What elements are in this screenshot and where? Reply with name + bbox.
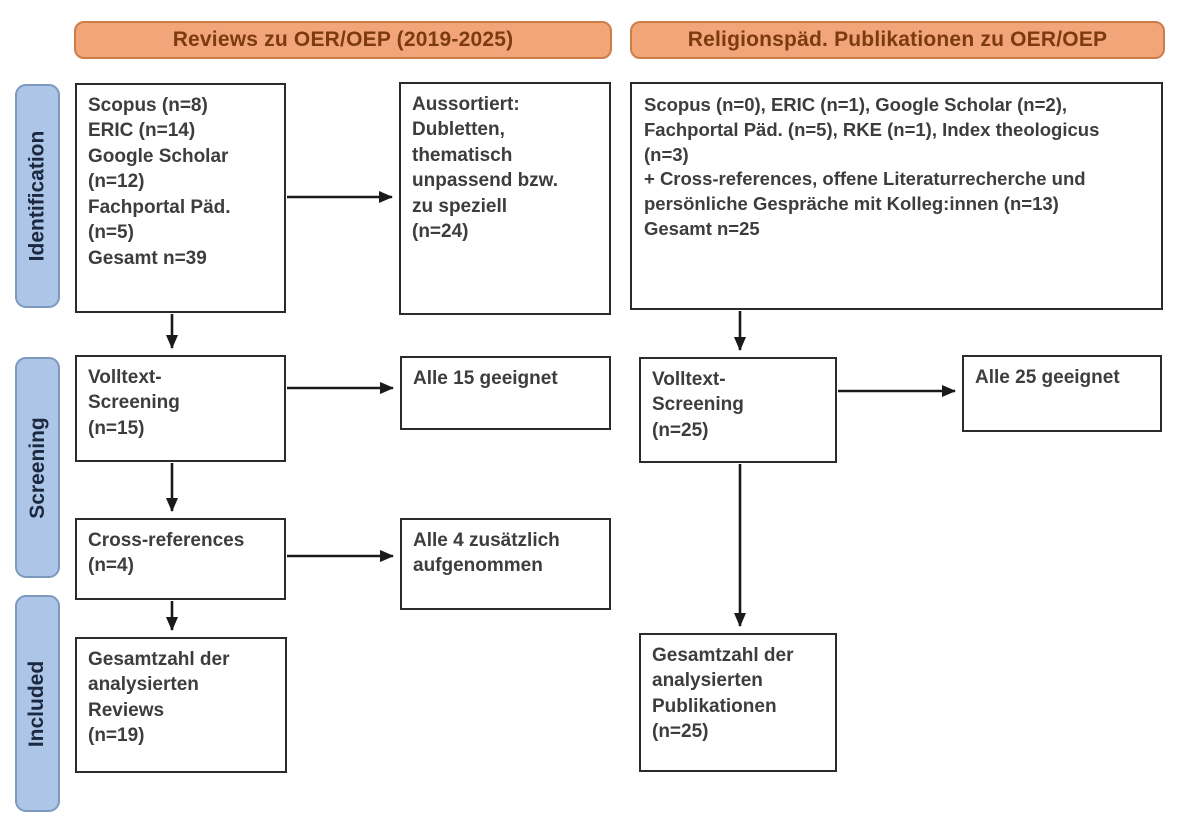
left-included-total-box: Gesamtzahl der analysierten Reviews (n=1… <box>75 637 287 773</box>
stage-label-screening: Screening <box>15 357 60 578</box>
column-header-reviews: Reviews zu OER/OEP (2019-2025) <box>74 21 612 59</box>
stage-label-identification-text: Identification <box>25 130 49 262</box>
right-sources-box: Scopus (n=0), ERIC (n=1), Google Scholar… <box>630 82 1163 310</box>
column-header-religionspaed: Religionspäd. Publikationen zu OER/OEP <box>630 21 1165 59</box>
left-cross-references-result-box: Alle 4 zusätzlich aufgenommen <box>400 518 611 610</box>
left-excluded-box: Aussortiert: Dubletten, thematisch unpas… <box>399 82 611 315</box>
stage-label-identification: Identification <box>15 84 60 308</box>
left-fulltext-screening-box: Volltext- Screening (n=15) <box>75 355 286 462</box>
left-sources-box: Scopus (n=8) ERIC (n=14) Google Scholar … <box>75 83 286 313</box>
stage-label-included: Included <box>15 595 60 812</box>
right-fulltext-result-box: Alle 25 geeignet <box>962 355 1162 432</box>
left-cross-references-box: Cross-references (n=4) <box>75 518 286 600</box>
stage-label-included-text: Included <box>25 660 49 747</box>
left-fulltext-result-box: Alle 15 geeignet <box>400 356 611 430</box>
stage-label-screening-text: Screening <box>25 416 49 519</box>
right-fulltext-screening-box: Volltext- Screening (n=25) <box>639 357 837 463</box>
right-included-total-box: Gesamtzahl der analysierten Publikatione… <box>639 633 837 772</box>
